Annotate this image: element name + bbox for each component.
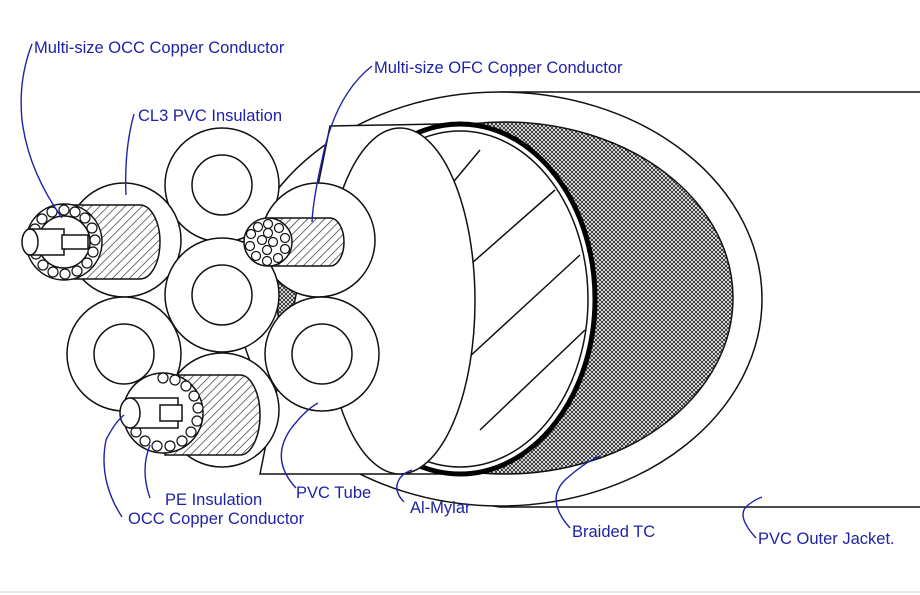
label-occ-copper-conductor: OCC Copper Conductor <box>128 510 305 528</box>
occ-conductor <box>119 372 261 456</box>
pvc-tube <box>324 127 476 475</box>
label-al-mylar: Al-Mylar <box>410 499 471 517</box>
label-multi-size-occ-conductor: Multi-size OCC Copper Conductor <box>34 39 285 57</box>
label-pe-insulation: PE Insulation <box>165 491 262 509</box>
label-braided-tc: Braided TC <box>572 523 655 541</box>
label-multi-size-ofc-conductor: Multi-size OFC Copper Conductor <box>374 59 623 77</box>
occ-multi-conductor <box>21 203 161 281</box>
label-pvc-tube: PVC Tube <box>296 484 371 502</box>
label-pvc-outer-jacket: PVC Outer Jacket. <box>758 530 895 548</box>
leader-lines <box>20 43 763 539</box>
ofc-multi-conductor <box>243 217 345 267</box>
label-cl3-pvc-insulation: CL3 PVC Insulation <box>138 107 282 125</box>
